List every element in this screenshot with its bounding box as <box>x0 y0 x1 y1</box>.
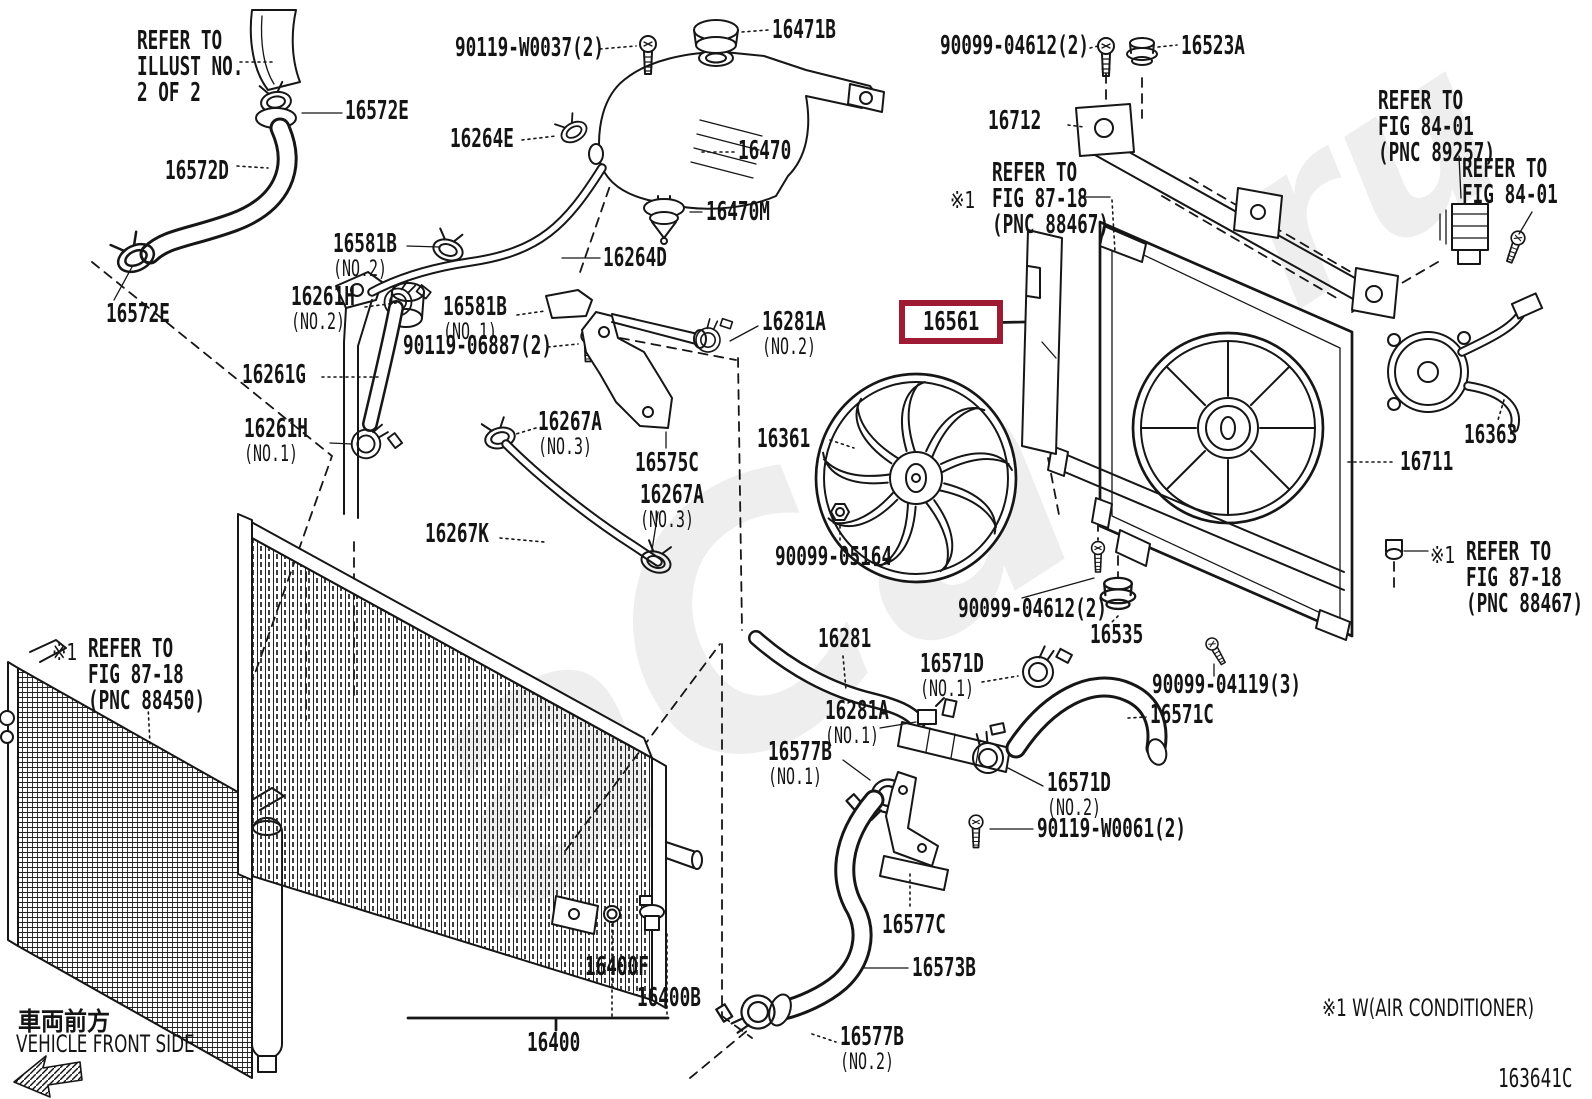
asterisk-fig8718-top: ※1 <box>950 188 976 214</box>
radiator-support <box>1075 37 1399 319</box>
callout-16267k[interactable]: 16267K <box>425 519 489 549</box>
callout-16470[interactable]: 16470 <box>738 136 792 166</box>
footnote-air-conditioner: ※1 W(AIR CONDITIONER) <box>1322 994 1535 1022</box>
callout-16711[interactable]: 16711 <box>1400 447 1454 477</box>
fan-shroud <box>1047 220 1354 641</box>
callout-16572e-upper[interactable]: 16572E <box>345 96 409 126</box>
callout-16264d[interactable]: 16264D <box>603 243 667 273</box>
asterisk-fig8718-right: ※1 <box>1430 543 1456 569</box>
cooling-fan <box>808 369 1023 584</box>
callout-16577c[interactable]: 16577C <box>882 910 946 940</box>
callout-16267a-upper[interactable]: 16267A(NO.3) <box>538 407 602 460</box>
highlight-16561[interactable]: 16561 <box>899 300 1004 344</box>
fan-motor <box>1387 292 1544 433</box>
upper-radiator-hose <box>107 9 301 279</box>
callout-16261g[interactable]: 16261G <box>242 360 306 390</box>
note-fig8401: REFER TO FIG 84-01 <box>1462 154 1558 210</box>
callout-16264e[interactable]: 16264E <box>450 124 514 154</box>
reservoir-cap <box>693 19 739 54</box>
callout-90099-04612-upper[interactable]: 90099-04612(2) <box>940 31 1090 61</box>
note-fig8718-right: REFER TO FIG 87-18 (PNC 88467) <box>1466 537 1584 619</box>
callout-16470m[interactable]: 16470M <box>706 197 770 227</box>
ac-condenser <box>0 639 285 1079</box>
callout-90099-05164[interactable]: 90099-05164 <box>775 542 893 572</box>
callout-90099-04119[interactable]: 90099-04119(3) <box>1152 670 1302 700</box>
middle-hoses <box>347 163 741 578</box>
callout-16281a-no1[interactable]: 16281A(NO.1) <box>825 696 889 749</box>
drain-cock <box>639 895 665 931</box>
note-fig8401-pnc: REFER TO FIG 84-01 (PNC 89257) <box>1378 86 1496 168</box>
callout-16361[interactable]: 16361 <box>757 424 811 454</box>
front-side-label-jp: 車両前方 <box>18 1007 111 1036</box>
callout-16281a-no2[interactable]: 16281A(NO.2) <box>762 307 826 360</box>
callout-16571d-no1[interactable]: 16571D(NO.1) <box>920 649 984 702</box>
callout-16535[interactable]: 16535 <box>1090 620 1144 650</box>
callout-90119-w0037[interactable]: 90119-W0037(2) <box>455 33 605 63</box>
asterisk-fig8718-left: ※1 <box>52 640 78 666</box>
callout-16581b-no2[interactable]: 16581B(NO.2) <box>333 229 397 282</box>
note-fig8718-left: REFER TO FIG 87-18 (PNC 88450) <box>88 634 206 716</box>
callout-16577b-no1[interactable]: 16577B(NO.1) <box>768 737 832 790</box>
callout-16363[interactable]: 16363 <box>1464 420 1518 450</box>
callout-16400b[interactable]: 16400B <box>637 983 701 1013</box>
front-direction-arrow <box>13 1055 83 1098</box>
callout-16261h-no2[interactable]: 16261H(NO.2) <box>291 282 355 335</box>
radiator <box>237 271 703 1032</box>
fan-relay <box>1439 203 1528 266</box>
callout-16571c[interactable]: 16571C <box>1150 700 1214 730</box>
note-refer-illust: REFER TO ILLUST NO. 2 OF 2 <box>137 26 244 108</box>
callout-16267a-lower[interactable]: 16267A(NO.3) <box>640 480 704 533</box>
callout-16573b[interactable]: 16573B <box>912 953 976 983</box>
callout-16523a[interactable]: 16523A <box>1181 31 1245 61</box>
callout-90119-06887[interactable]: 90119-06887(2) <box>403 331 553 361</box>
callout-90119-w0061[interactable]: 90119-W0061(2) <box>1037 814 1187 844</box>
callout-16471b[interactable]: 16471B <box>772 15 836 45</box>
callout-16400f[interactable]: 16400F <box>585 952 649 982</box>
callout-16712[interactable]: 16712 <box>988 106 1042 136</box>
note-fig8718-top: REFER TO FIG 87-18 (PNC 88467) <box>992 158 1110 240</box>
air-baffle-plate <box>1021 229 1063 455</box>
figure-code: 163641C <box>1498 1064 1573 1094</box>
front-side-label-en: VEHICLE FRONT SIDE <box>16 1030 195 1058</box>
callout-16572e-lower[interactable]: 16572E <box>106 299 170 329</box>
lower-hoses <box>710 630 1168 1044</box>
callout-16571d-no2[interactable]: 16571D(NO.2) <box>1047 768 1111 821</box>
callout-16261h-no1[interactable]: 16261H(NO.1) <box>244 414 308 467</box>
callout-16400[interactable]: 16400 <box>527 1028 581 1058</box>
callout-16281[interactable]: 16281 <box>818 624 872 654</box>
callout-90099-04612-lower[interactable]: 90099-04612(2) <box>958 594 1108 624</box>
callout-16572d[interactable]: 16572D <box>165 156 229 186</box>
reservoir-tank <box>588 19 885 245</box>
callout-16577b-no2[interactable]: 16577B(NO.2) <box>840 1022 904 1075</box>
callout-16575c[interactable]: 16575C <box>635 448 699 478</box>
callout-16581b-no1[interactable]: 16581B(NO.1) <box>443 292 507 345</box>
lower-hardware <box>830 503 1403 668</box>
